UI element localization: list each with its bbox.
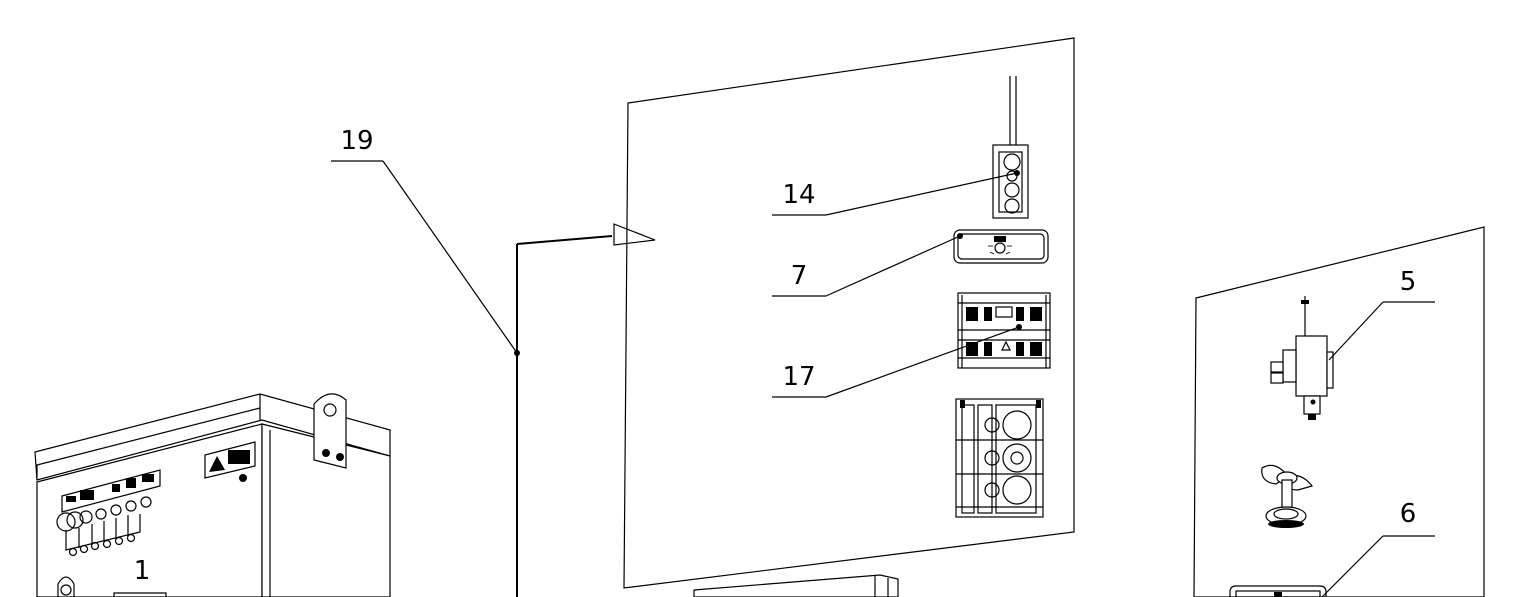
callout-19: 19 [340, 126, 373, 156]
callout-5: 5 [1400, 267, 1417, 297]
control-buttons [56, 496, 152, 557]
callout-7: 7 [791, 261, 808, 291]
pushbutton-station [992, 76, 1029, 219]
module-block [957, 292, 1051, 369]
callout-14: 14 [782, 180, 815, 210]
pole-assembly [514, 223, 656, 597]
sensor-switch [1270, 296, 1334, 420]
control-box [34, 393, 391, 597]
callout-1: 1 [134, 556, 151, 586]
mounting-panel-center [623, 37, 1075, 589]
anemometer [1261, 464, 1314, 528]
mounting-panel-right [1193, 226, 1485, 597]
drive-assembly [955, 398, 1044, 518]
callout-6: 6 [1400, 499, 1417, 529]
leader-lines [331, 160, 1435, 597]
center-bottom-box [693, 574, 899, 597]
callout-17: 17 [782, 362, 815, 392]
lower-right-component [1229, 585, 1327, 597]
indicator-plate [953, 229, 1049, 264]
